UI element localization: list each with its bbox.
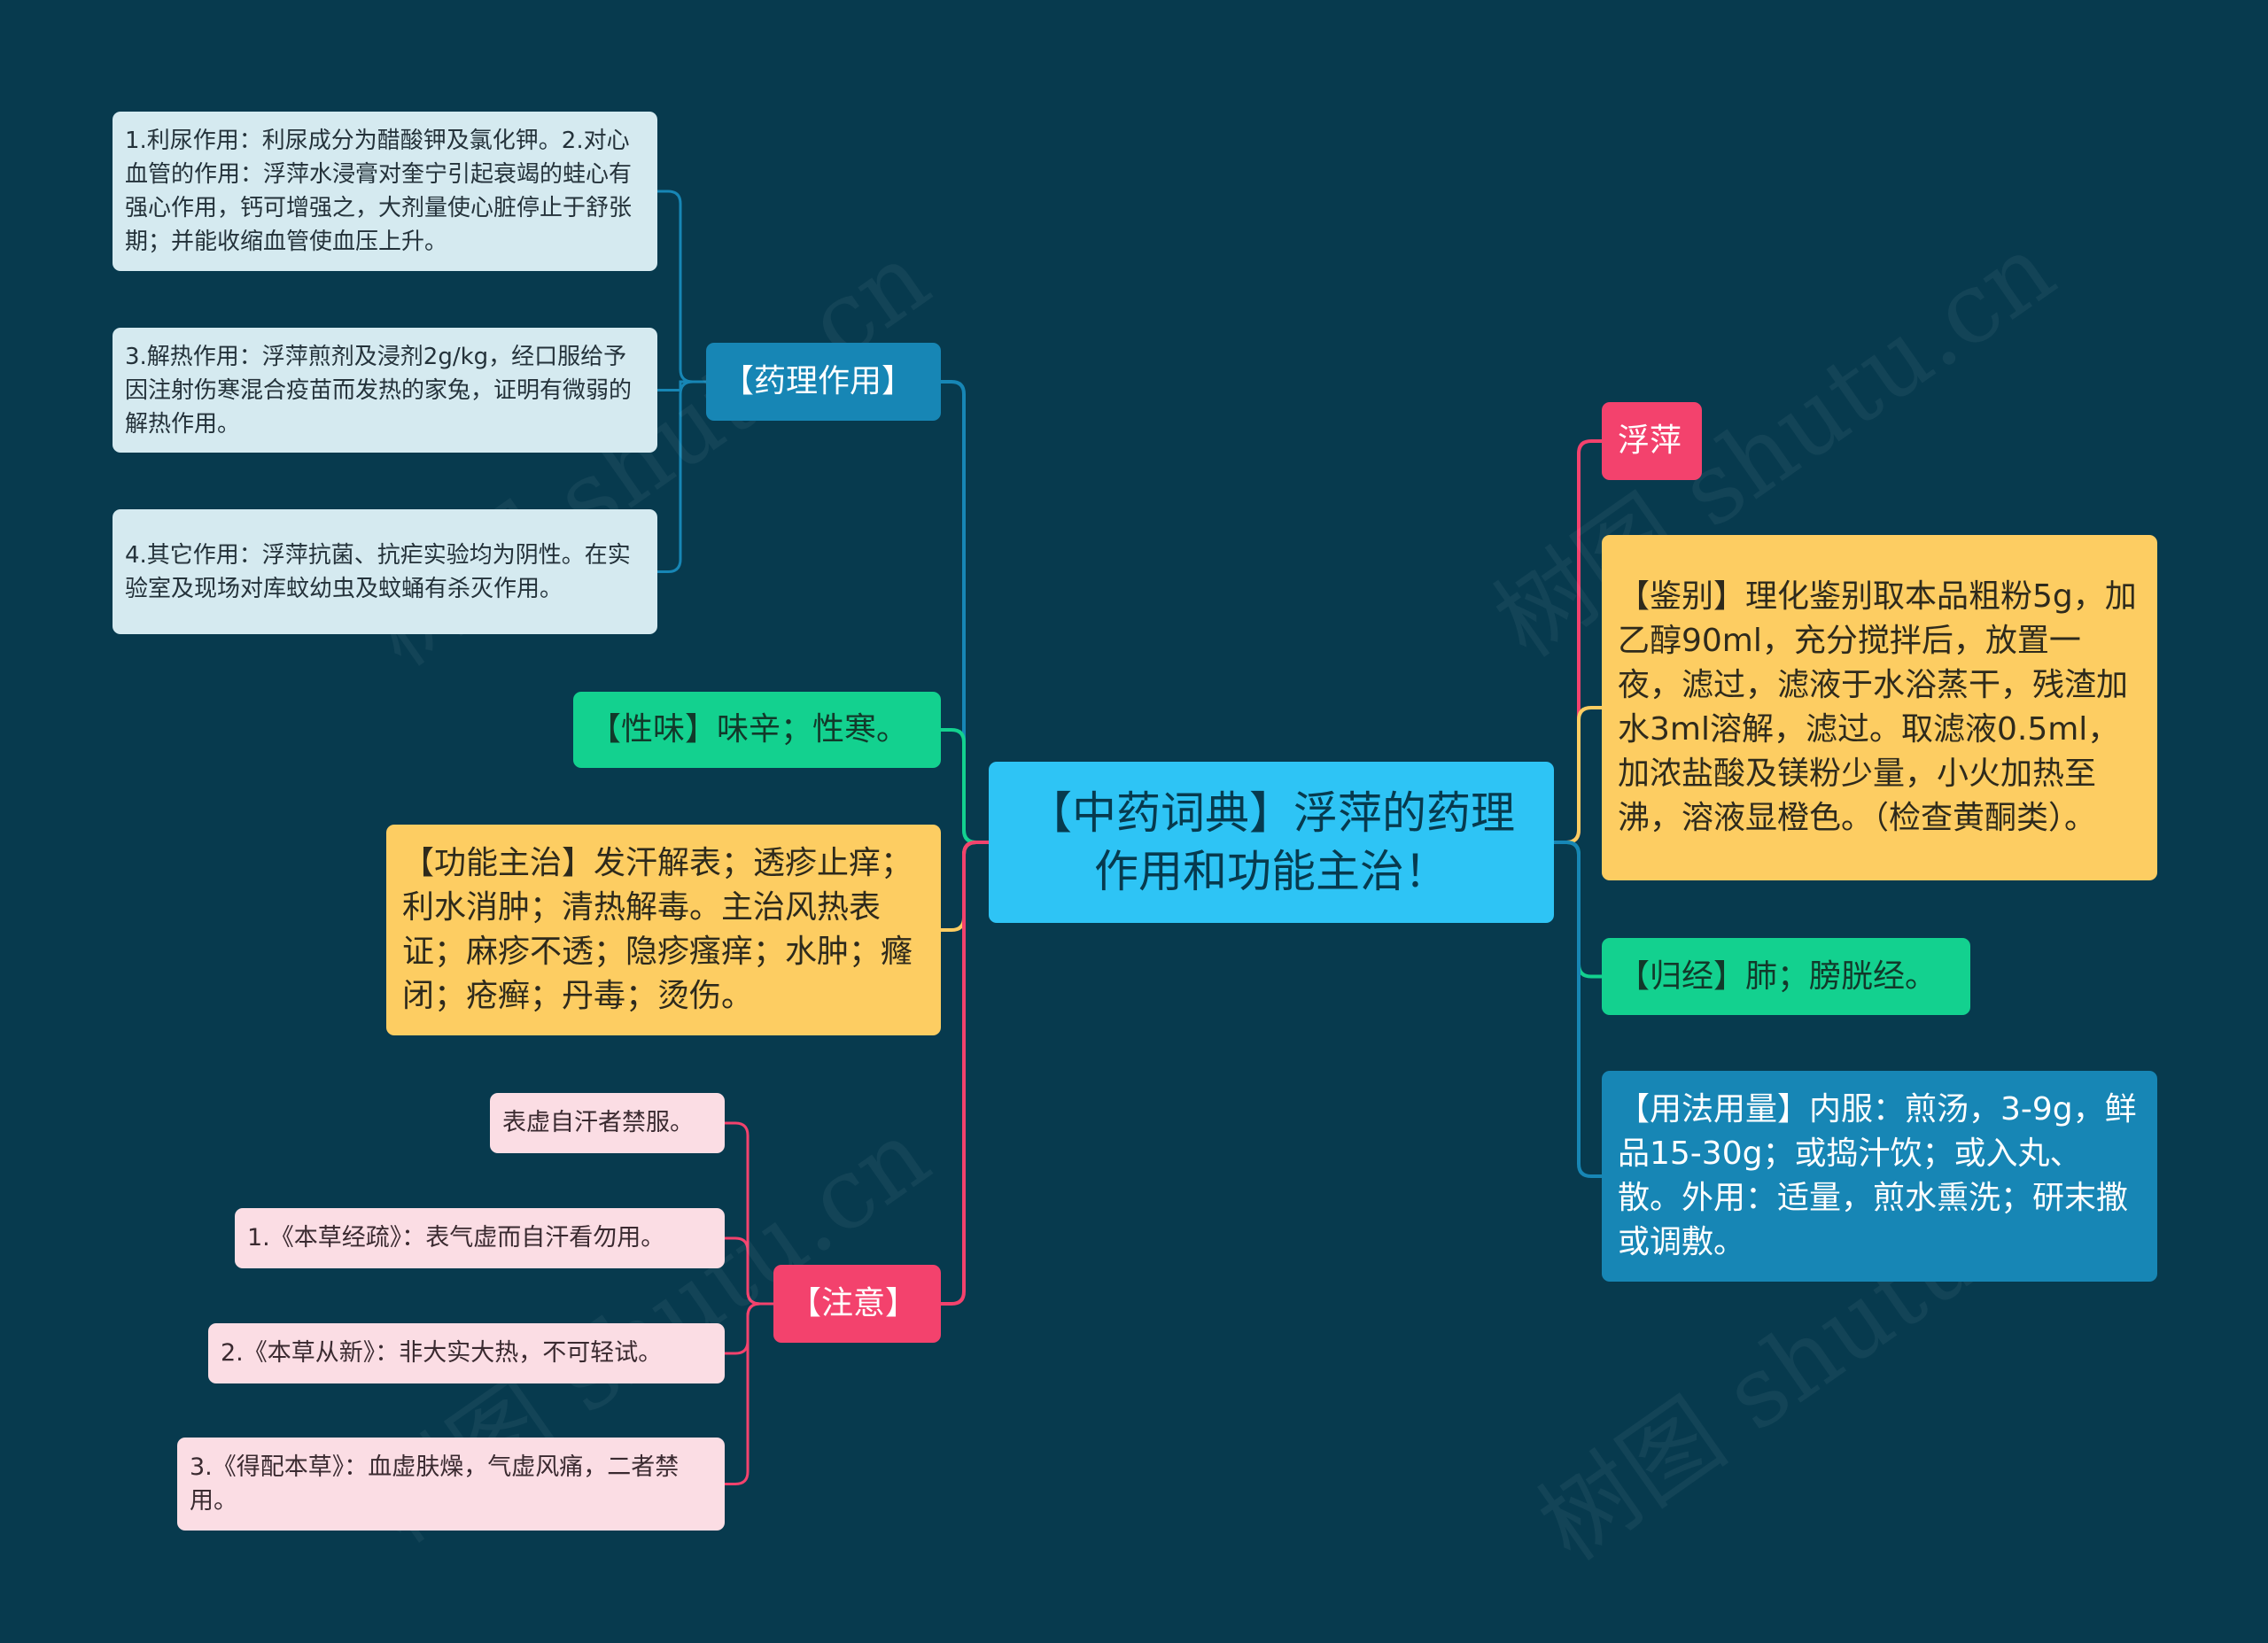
pharmacology-item[interactable]: 4.其它作用：浮萍抗菌、抗疟实验均为阴性。在实验室及现场对库蚊幼虫及蚊蛹有杀灭作… bbox=[113, 509, 657, 634]
central-topic-text: 【中药词典】浮萍的药理作用和功能主治！ bbox=[1028, 787, 1515, 897]
caution-item[interactable]: 2.《本草从新》：非大实大热，不可轻试。 bbox=[208, 1323, 725, 1383]
branch-usage-dosage-label: 【用法用量】内服：煎汤，3-9g，鲜品15-30g；或捣汁饮；或入丸、散。外用：… bbox=[1618, 1091, 2137, 1260]
branch-meridian-label: 【归经】肺；膀胱经。 bbox=[1618, 957, 1938, 995]
branch-herb-name-label: 浮萍 bbox=[1618, 422, 1682, 459]
connector-line bbox=[941, 728, 989, 844]
branch-nature-taste-label: 【性味】味辛；性寒。 bbox=[589, 711, 909, 748]
caution-item[interactable]: 1.《本草经疏》：表气虚而自汗看勿用。 bbox=[235, 1208, 725, 1268]
branch-meridian[interactable]: 【归经】肺；膀胱经。 bbox=[1602, 938, 1970, 1015]
branch-pharmacology-label: 【药理作用】 bbox=[722, 363, 914, 399]
caution-item[interactable]: 表虚自汗者禁服。 bbox=[490, 1093, 725, 1153]
pharmacology-item-text: 3.解热作用：浮萍煎剂及浸剂2g/kg，经口服给予因注射伤寒混合疫苗而发热的家兔… bbox=[125, 343, 633, 438]
branch-identification[interactable]: 【鉴别】理化鉴别取本品粗粉5g，加乙醇90ml，充分搅拌后，放置一夜，滤过，滤液… bbox=[1602, 535, 2157, 880]
connector-line bbox=[1554, 841, 1602, 1178]
central-topic[interactable]: 【中药词典】浮萍的药理作用和功能主治！ bbox=[989, 762, 1554, 923]
connector-line bbox=[725, 1302, 773, 1485]
branch-usage-dosage[interactable]: 【用法用量】内服：煎汤，3-9g，鲜品15-30g；或捣汁饮；或入丸、散。外用：… bbox=[1602, 1071, 2157, 1282]
caution-item[interactable]: 3.《得配本草》：血虚肤燥，气虚风痛，二者禁用。 bbox=[177, 1438, 725, 1531]
branch-caution-label: 【注意】 bbox=[789, 1285, 918, 1321]
branch-function-indication-label: 【功能主治】发汗解表；透疹止痒；利水消肿；清热解毒。主治风热表证；麻疹不透；隐疹… bbox=[402, 845, 913, 1014]
branch-identification-label: 【鉴别】理化鉴别取本品粗粉5g，加乙醇90ml，充分搅拌后，放置一夜，滤过，滤液… bbox=[1618, 578, 2137, 836]
caution-item-text: 2.《本草从新》：非大实大热，不可轻试。 bbox=[221, 1339, 663, 1367]
branch-caution[interactable]: 【注意】 bbox=[773, 1265, 941, 1343]
branch-herb-name[interactable]: 浮萍 bbox=[1602, 402, 1702, 480]
pharmacology-item[interactable]: 3.解热作用：浮萍煎剂及浸剂2g/kg，经口服给予因注射伤寒混合疫苗而发热的家兔… bbox=[113, 328, 657, 453]
pharmacology-item-text: 1.利尿作用：利尿成分为醋酸钾及氯化钾。2.对心血管的作用：浮萍水浸膏对奎宁引起… bbox=[125, 128, 633, 255]
pharmacology-item-text: 4.其它作用：浮萍抗菌、抗疟实验均为阴性。在实验室及现场对库蚊幼虫及蚊蛹有杀灭作… bbox=[125, 541, 631, 602]
branch-function-indication[interactable]: 【功能主治】发汗解表；透疹止痒；利水消肿；清热解毒。主治风热表证；麻疹不透；隐疹… bbox=[386, 825, 941, 1035]
caution-item-text: 1.《本草经疏》：表气虚而自汗看勿用。 bbox=[247, 1224, 665, 1252]
caution-item-text: 表虚自汗者禁服。 bbox=[502, 1109, 694, 1136]
connector-line bbox=[941, 841, 989, 1306]
caution-item-text: 3.《得配本草》：血虚肤燥，气虚风痛，二者禁用。 bbox=[190, 1453, 680, 1515]
branch-nature-taste[interactable]: 【性味】味辛；性寒。 bbox=[573, 692, 941, 768]
connector-line bbox=[657, 190, 706, 384]
pharmacology-item[interactable]: 1.利尿作用：利尿成分为醋酸钾及氯化钾。2.对心血管的作用：浮萍水浸膏对奎宁引起… bbox=[113, 112, 657, 271]
branch-pharmacology[interactable]: 【药理作用】 bbox=[706, 343, 941, 421]
connector-line bbox=[1554, 706, 1602, 844]
connector-line bbox=[657, 380, 706, 573]
